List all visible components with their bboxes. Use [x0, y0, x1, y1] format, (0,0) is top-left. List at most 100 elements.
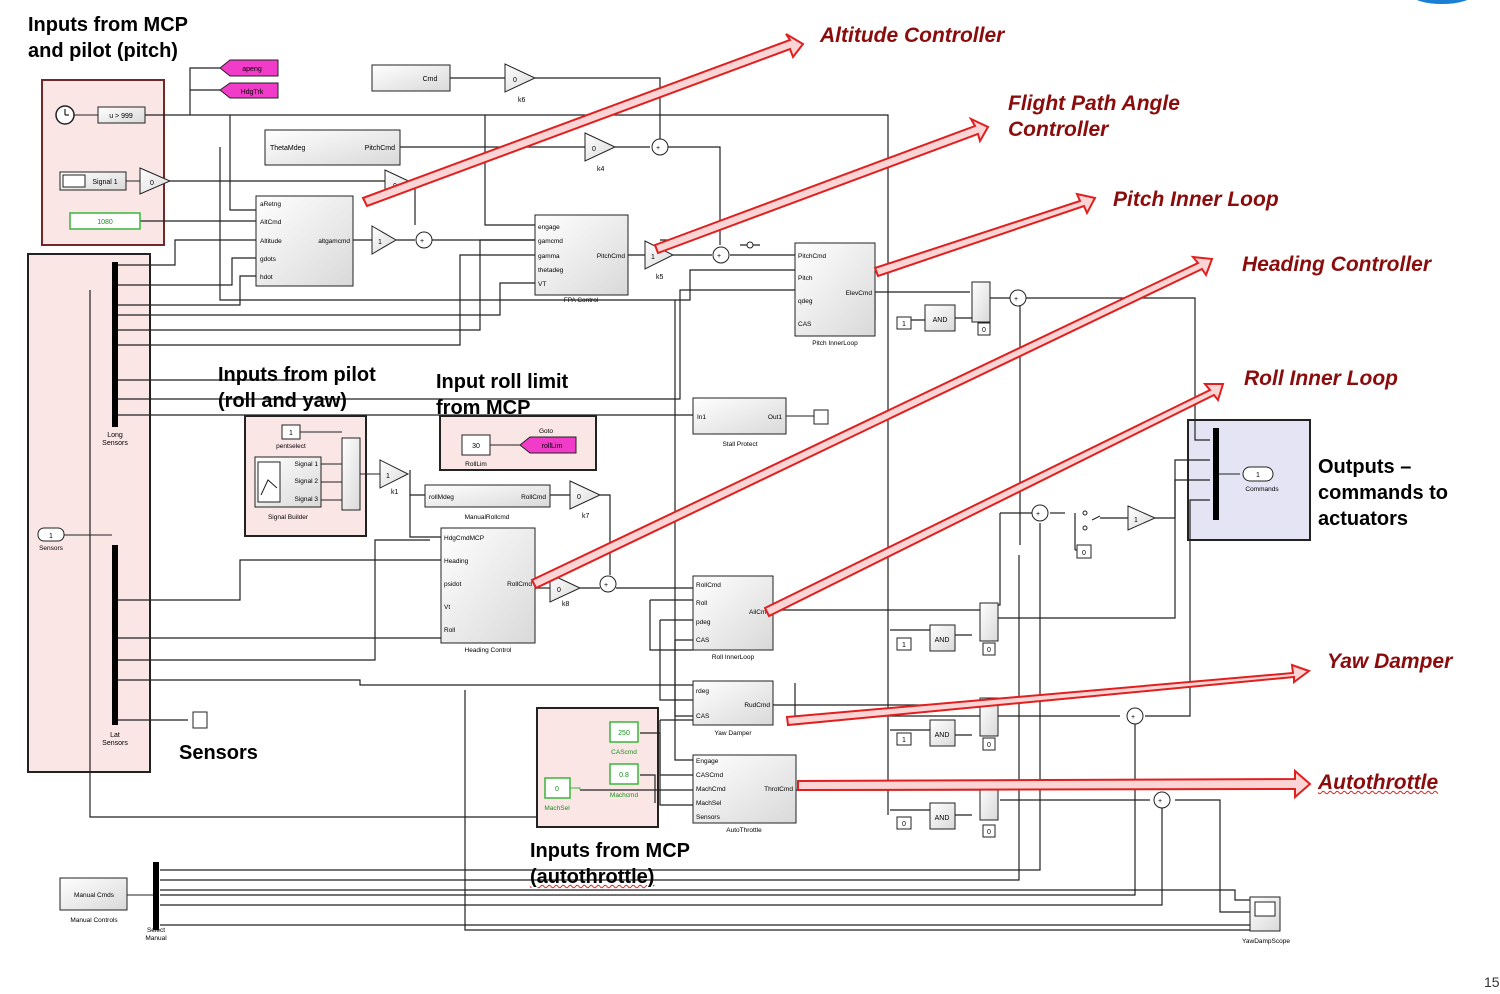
svg-text:In1: In1 [697, 414, 706, 421]
sensors-terminator[interactable] [192, 711, 208, 729]
svg-text:Stall Protect: Stall Protect [722, 441, 757, 448]
gain-k4[interactable]: 0 k4 [584, 132, 617, 173]
svg-text:0.8: 0.8 [619, 772, 629, 779]
svg-text:1080: 1080 [97, 219, 113, 226]
cmd-block[interactable]: Cmd [371, 64, 451, 92]
and-yaw[interactable]: AND [929, 719, 956, 747]
const-250-block[interactable]: 250 CAScmd [609, 721, 639, 756]
svg-text:FPA Control: FPA Control [564, 297, 599, 304]
sum-k4[interactable]: + [651, 138, 669, 156]
svg-text:CASCmd: CASCmd [696, 772, 723, 779]
svg-text:30: 30 [472, 443, 480, 450]
svg-text:ThrotCmd: ThrotCmd [764, 786, 793, 793]
sum-pitch-out[interactable]: + [1009, 289, 1027, 307]
svg-text:apeng: apeng [242, 66, 262, 73]
svg-text:Vt: Vt [444, 604, 450, 611]
const-08-block[interactable]: 0.8 Machcmd [609, 763, 639, 799]
compare-block[interactable]: u > 999 [97, 106, 146, 124]
label-pitch-inner-loop: Pitch Inner Loop [1113, 188, 1279, 211]
signal1-block[interactable]: Signal 1 [59, 171, 127, 191]
sum-fpa[interactable]: + [712, 246, 730, 264]
yaw-damper-block[interactable]: rdeg CAS RudCmd Yaw Damper [692, 680, 774, 737]
gain-k8[interactable]: 0 k8 [549, 573, 582, 608]
svg-text:0: 0 [987, 742, 991, 749]
sensors-inport[interactable]: 1 Sensors [37, 527, 65, 552]
altitude-control-block[interactable]: aRetng AltCmd Altitude gdots hdot altgam… [255, 195, 354, 287]
gain-signal1[interactable]: 0 [139, 167, 172, 195]
svg-text:1: 1 [902, 737, 906, 744]
const-1080-block[interactable]: 1080 [69, 212, 141, 230]
switch-roll[interactable] [979, 602, 999, 642]
theta-pitch-block[interactable]: ThetaMdeg PitchCmd [264, 129, 401, 166]
goto-apeng[interactable]: apeng [219, 59, 279, 77]
commands-outport[interactable]: 1 Commands [1242, 466, 1279, 493]
stall-terminator[interactable] [813, 409, 829, 425]
svg-text:CAS: CAS [696, 637, 710, 644]
const-zero-roll-out[interactable]: 0 [1076, 544, 1092, 559]
svg-text:1: 1 [902, 321, 906, 328]
gain-k1[interactable]: 1 k1 [379, 459, 410, 496]
autothrottle-block[interactable]: Engage CASCmd MachCmd MachSel Sensors Th… [692, 754, 797, 834]
manual-controls-block[interactable]: Manual Cmds Manual Controls [59, 877, 128, 924]
svg-text:1: 1 [651, 254, 655, 261]
svg-text:k6: k6 [518, 97, 526, 104]
sum-heading[interactable]: + [599, 575, 617, 593]
svg-text:0: 0 [1082, 550, 1086, 557]
const-one-pitch[interactable]: 1 [896, 316, 912, 330]
svg-text:1: 1 [902, 642, 906, 649]
const-zero-at[interactable]: 0 [896, 816, 912, 830]
svg-text:1: 1 [378, 239, 382, 246]
const-one-yaw[interactable]: 1 [896, 732, 912, 746]
svg-text:rollMdeg: rollMdeg [429, 494, 454, 501]
const-one-roll[interactable]: 1 [896, 637, 912, 651]
multiport-switch[interactable] [341, 437, 361, 511]
svg-text:PitchCmd: PitchCmd [798, 253, 827, 260]
svg-text:+: + [717, 253, 721, 260]
fpa-control-block[interactable]: engage gamcmd gamma thetadeg VT PitchCmd… [534, 214, 629, 304]
gain-roll-out[interactable]: 1 [1127, 505, 1157, 531]
arrow-pitch [873, 192, 1097, 278]
yaw-damp-scope[interactable]: YawDampScope [1242, 896, 1290, 945]
signal-builder-block[interactable]: Signal 1 Signal 2 Signal 3 Signal Builde… [254, 456, 322, 521]
goto-hdgtrk[interactable]: HdgTrk [219, 82, 279, 99]
heading-control-block[interactable]: HdgCmdMCP Heading psidot Vt Roll RollCmd… [440, 527, 536, 654]
svg-text:Machcmd: Machcmd [610, 792, 639, 799]
svg-text:1: 1 [289, 430, 293, 437]
svg-text:VT: VT [538, 281, 546, 288]
gain-k6[interactable]: 0 k6 [504, 63, 537, 104]
const-zero-at2[interactable]: 0 [982, 824, 996, 838]
gain-k7[interactable]: 0 k7 [569, 480, 602, 520]
and-roll[interactable]: AND [929, 624, 956, 652]
gain-alt[interactable]: 1 [371, 225, 397, 255]
svg-text:HdgCmdMCP: HdgCmdMCP [444, 535, 484, 542]
const-zero-roll[interactable]: 0 [982, 642, 996, 656]
sum-roll-out[interactable]: + [1031, 504, 1049, 522]
svg-text:250: 250 [618, 730, 630, 737]
const-30-block[interactable]: 30 RollLim [461, 434, 491, 468]
sum-yaw[interactable]: + [1126, 707, 1144, 725]
goto-rolllim[interactable]: Goto rollLim [519, 428, 577, 454]
sum-at[interactable]: + [1153, 791, 1171, 809]
svg-text:Heading Control: Heading Control [465, 647, 513, 654]
svg-text:ThetaMdeg: ThetaMdeg [270, 145, 306, 152]
clock-block[interactable] [55, 105, 75, 125]
svg-text:1: 1 [1134, 517, 1138, 524]
manual-rollcmd-block[interactable]: rollMdeg RollCmd ManualRollcmd [424, 484, 551, 521]
svg-text:Signal Builder: Signal Builder [268, 514, 309, 521]
and-pitch[interactable]: AND [924, 304, 956, 332]
svg-text:Sensors: Sensors [696, 814, 721, 821]
switch-yaw[interactable] [979, 697, 999, 737]
roll-inner-loop-block[interactable]: RollCmd Roll pdeg CAS AilCmd Roll InnerL… [692, 575, 774, 661]
mcp-pitch-annotation: Inputs from MCP and pilot (pitch) [28, 14, 188, 62]
stall-protect-block[interactable]: In1 Out1 Stall Protect [692, 397, 787, 448]
const-machsel-block[interactable]: 0 MachSel [544, 777, 571, 812]
manual-switch-roll[interactable] [1082, 510, 1101, 531]
switch-pitch[interactable] [971, 281, 991, 323]
and-at[interactable]: AND [929, 802, 956, 830]
const-zero-pitch[interactable]: 0 [977, 322, 991, 336]
const-zero-yaw[interactable]: 0 [982, 737, 996, 751]
sum-alt[interactable]: + [415, 231, 433, 249]
pitch-inner-loop-block[interactable]: PitchCmd Pitch qdeg CAS ElevCmd Pitch In… [794, 242, 876, 347]
